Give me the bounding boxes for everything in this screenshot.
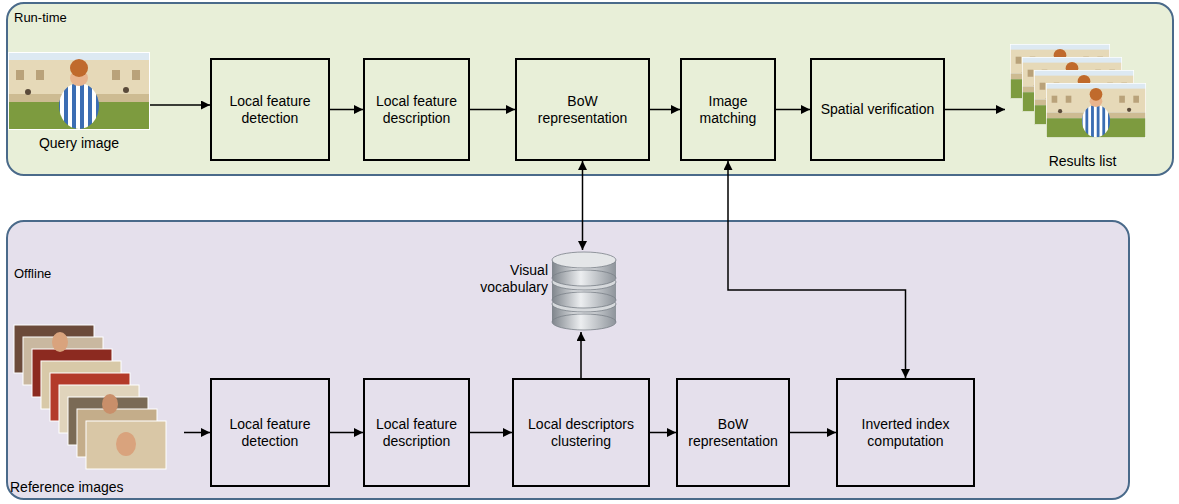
stage-band: Run-timeQuery image Local feature detecti… xyxy=(6,2,1174,176)
picture-part xyxy=(50,373,130,421)
flow-arrow xyxy=(330,109,363,111)
picture-part xyxy=(77,409,157,457)
picture-part xyxy=(116,432,136,456)
picture-part xyxy=(52,332,68,352)
picture-part xyxy=(1022,57,1122,112)
node-label: Local feature description xyxy=(373,93,460,127)
node-label: BoW representation xyxy=(525,93,640,127)
node-label: Visual vocabulary xyxy=(466,262,548,296)
picture-part xyxy=(1010,44,1110,99)
stage-band: OfflineReference images Local feature det… xyxy=(6,220,1130,500)
process-box: BoW representation xyxy=(515,58,650,161)
node-label: Offline xyxy=(14,266,51,282)
node-label: Image matching xyxy=(690,93,766,127)
picture-part xyxy=(1034,70,1134,125)
image-node: Reference images xyxy=(10,320,184,496)
node-label: BoW representation xyxy=(686,416,780,450)
flow-arrow xyxy=(330,432,363,434)
node-label: Run-time xyxy=(14,10,67,26)
database-icon xyxy=(552,252,616,330)
flow-arrow xyxy=(582,161,584,250)
node-label: Results list xyxy=(1005,153,1160,170)
picture-part xyxy=(102,394,118,414)
image-node: Results list xyxy=(1005,40,1160,170)
node-label: Local feature detection xyxy=(220,416,320,450)
flow-arrow xyxy=(790,432,836,434)
node-label: Spatial verification xyxy=(820,101,935,118)
node-label: Local feature detection xyxy=(220,93,320,127)
node-label: Reference images xyxy=(10,479,184,496)
picture-part xyxy=(68,397,148,445)
flow-arrow xyxy=(650,109,680,111)
flow-arrow xyxy=(728,161,906,378)
flow-arrow xyxy=(776,109,810,111)
flow-arrow xyxy=(150,104,210,106)
process-box: Image matching xyxy=(680,58,776,161)
picture-part xyxy=(552,296,616,312)
picture-part xyxy=(32,349,112,397)
picture-part xyxy=(552,270,616,286)
process-box: Local descriptors clustering xyxy=(512,378,650,487)
picture-part xyxy=(59,385,139,433)
process-box: Spatial verification xyxy=(810,58,945,161)
picture-part xyxy=(552,292,616,308)
database-node: Visual vocabulary xyxy=(466,250,620,332)
picture-part xyxy=(14,325,94,373)
process-box: BoW representation xyxy=(676,378,790,487)
process-box: Local feature detection xyxy=(210,378,330,487)
picture-part xyxy=(552,252,616,268)
flow-arrow xyxy=(650,432,676,434)
image-node: Query image xyxy=(8,50,150,152)
node-label: Query image xyxy=(8,135,150,152)
reference-pictures xyxy=(14,325,166,469)
node-label: Inverted index computation xyxy=(846,416,965,450)
picture-part xyxy=(552,274,616,290)
process-box: Inverted index computation xyxy=(836,378,975,487)
process-box: Local feature detection xyxy=(210,58,330,161)
flow-arrow xyxy=(184,432,210,434)
picture-part xyxy=(552,314,616,330)
query-picture xyxy=(8,52,150,130)
flow-arrow xyxy=(470,432,512,434)
picture-part xyxy=(23,337,103,385)
picture-part xyxy=(552,260,616,278)
picture-part xyxy=(552,304,616,322)
process-box: Local feature description xyxy=(363,58,470,161)
picture-part xyxy=(41,361,121,409)
flow-arrow xyxy=(470,109,515,111)
flow-arrow xyxy=(580,332,582,378)
flow-arrow xyxy=(945,109,1005,111)
process-box: Local feature description xyxy=(363,378,470,487)
node-label: Local feature description xyxy=(373,416,460,450)
picture-part xyxy=(1046,83,1146,138)
node-label: Local descriptors clustering xyxy=(522,416,640,450)
results-pictures xyxy=(1010,44,1146,138)
picture-part xyxy=(552,282,616,300)
picture-part xyxy=(86,421,166,469)
